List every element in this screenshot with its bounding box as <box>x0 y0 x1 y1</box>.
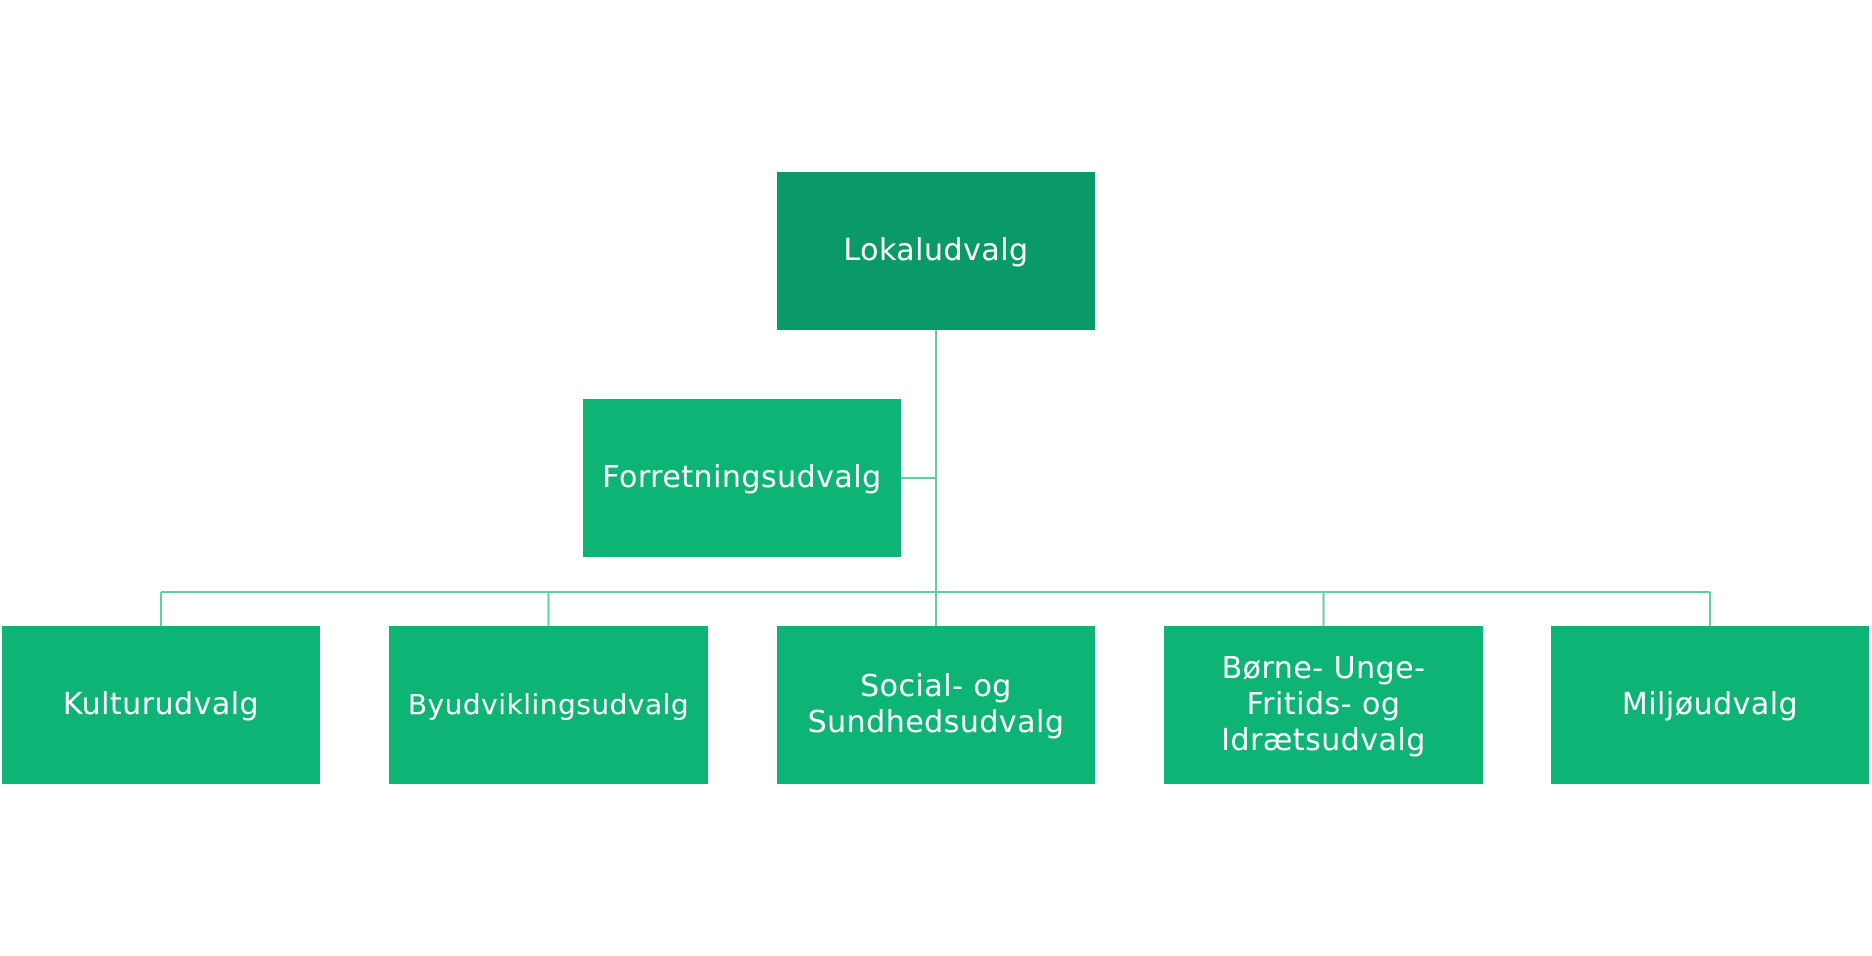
org-node-miljoeudvalg: Miljøudvalg <box>1551 626 1869 784</box>
org-node-byudviklingsudvalg: Byudviklingsudvalg <box>389 626 708 784</box>
org-node-label: Byudviklingsudvalg <box>407 688 690 721</box>
org-node-root-label: Lokaludvalg <box>843 233 1029 268</box>
org-node-label: Miljøudvalg <box>1621 687 1799 722</box>
org-node-assistant: Forretningsudvalg <box>583 399 901 557</box>
org-node-assistant-label: Forretningsudvalg <box>602 460 882 495</box>
org-node-label: Børne- Unge- Fritids- og Idrætsudvalg <box>1221 651 1426 758</box>
org-node-label: Social- og Sundhedsudvalg <box>807 669 1065 740</box>
org-node-kulturudvalg: Kulturudvalg <box>2 626 320 784</box>
org-node-boerne-unge-fritids-og-idraetsudvalg: Børne- Unge- Fritids- og Idrætsudvalg <box>1164 626 1483 784</box>
org-node-label: Kulturudvalg <box>62 687 260 722</box>
org-node-social-og-sundhedsudvalg: Social- og Sundhedsudvalg <box>777 626 1095 784</box>
org-node-root: Lokaludvalg <box>777 172 1095 330</box>
